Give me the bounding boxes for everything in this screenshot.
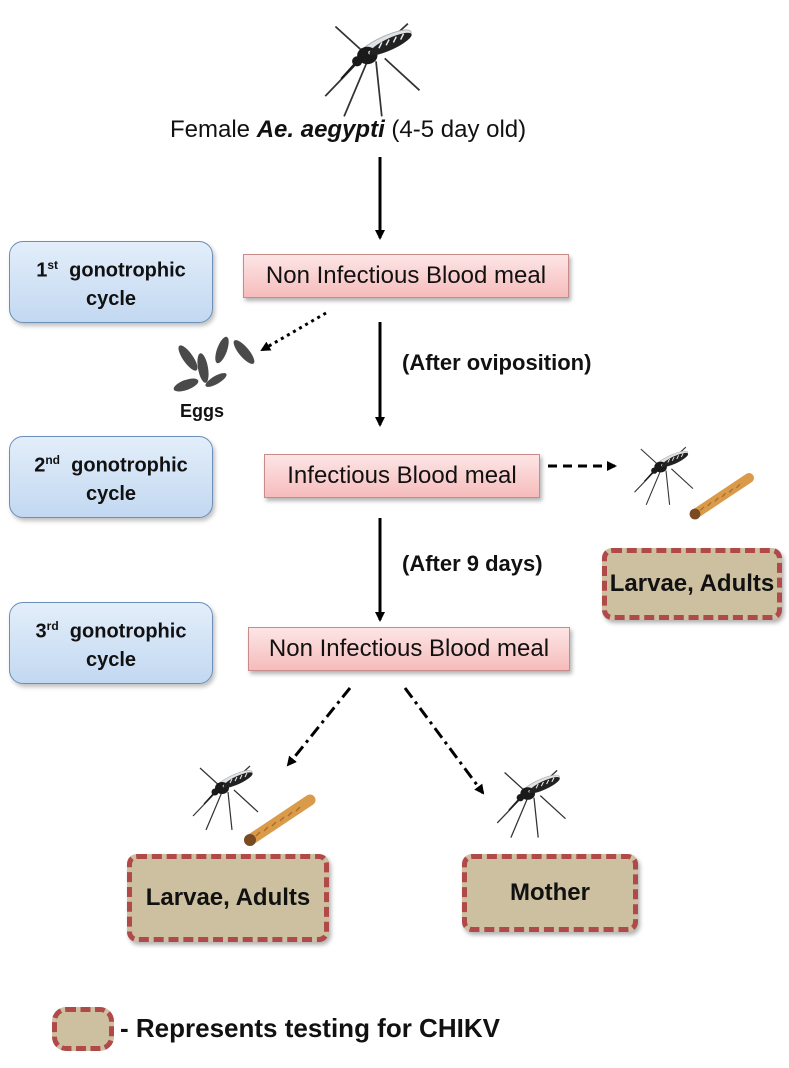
cycle-3-ordinal: 3 <box>35 620 47 643</box>
test-box-larvae-adults-cycle2: Larvae, Adults <box>602 548 782 620</box>
mosquito-icon <box>633 446 694 506</box>
subject-suffix: (4-5 day old) <box>384 116 527 143</box>
eggs-label: Eggs <box>180 401 225 421</box>
blood-meal-1-label: Non Infectious Blood meal <box>265 262 547 289</box>
legend-swatch <box>52 1007 114 1051</box>
cycle-2-box: 2nd gonotrophic cycle <box>9 436 213 518</box>
cycle-2-word: gonotrophic <box>71 454 188 477</box>
blood-meal-3-box: Non Infectious Blood meal <box>248 627 570 671</box>
cycle-3-box: 3rd gonotrophic cycle <box>9 602 213 684</box>
cycle-1-suffix: st <box>47 258 59 273</box>
after-oviposition-note: (After oviposition) <box>402 350 592 375</box>
mosquito-icon <box>496 769 567 839</box>
blood-meal-2-box: Infectious Blood meal <box>264 454 540 498</box>
test-box-mother: Mother <box>462 854 638 932</box>
cycle-3-line2: cycle <box>85 648 137 671</box>
test-box-larvae-adults-cycle3: Larvae, Adults <box>127 854 329 942</box>
subject-species: Ae. aegypti <box>256 116 385 143</box>
blood-meal-3-label: Non Infectious Blood meal <box>268 635 550 662</box>
subject-label: Female Ae. aegypti (4-5 day old) <box>170 116 610 144</box>
larva-icon <box>244 800 310 846</box>
test-label-larvae-adults-cycle2: Larvae, Adults <box>609 570 775 597</box>
subject-prefix: Female <box>170 116 257 143</box>
eggs-icon <box>173 336 255 392</box>
cycle-1-line2: cycle <box>85 287 137 310</box>
arrow-to-eggs <box>260 311 327 352</box>
legend-text: - Represents testing for CHIKV <box>120 1013 500 1043</box>
arrow-to-third-cycle-offspring <box>286 687 352 767</box>
test-label-larvae-adults-cycle3: Larvae, Adults <box>145 884 311 911</box>
blood-meal-2-label: Infectious Blood meal <box>287 462 517 489</box>
blood-meal-1-box: Non Infectious Blood meal <box>243 254 569 298</box>
mosquito-icon <box>324 22 421 118</box>
larva-icon <box>690 478 749 519</box>
cycle-2-ordinal: 2 <box>34 454 46 477</box>
arrow-to-mother <box>403 687 485 795</box>
after-9-days-note: (After 9 days) <box>402 551 543 576</box>
cycle-3-suffix: rd <box>46 619 59 634</box>
test-label-mother: Mother <box>510 879 590 906</box>
cycle-3-word: gonotrophic <box>69 620 187 643</box>
cycle-1-box: 1st gonotrophic cycle <box>9 241 213 323</box>
cycle-2-suffix: nd <box>45 453 61 468</box>
cycle-1-word: gonotrophic <box>69 259 186 282</box>
cycle-2-line2: cycle <box>85 482 137 505</box>
cycle-1-ordinal: 1 <box>36 259 48 282</box>
mosquito-icon <box>192 765 259 831</box>
